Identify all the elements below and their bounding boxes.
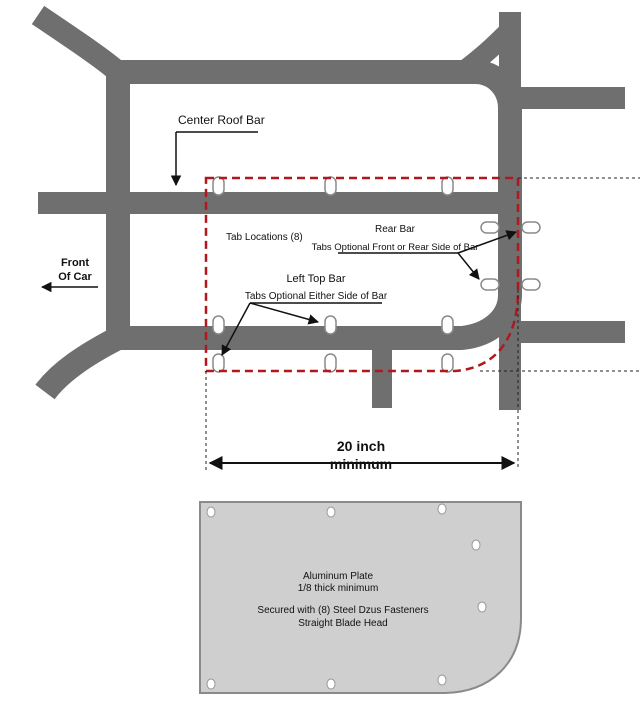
dimension-label-line1: 20 inch bbox=[337, 438, 385, 454]
rear-bar-arrow-b bbox=[457, 252, 480, 280]
fastener-hole bbox=[206, 678, 216, 690]
left-top-bar-arrow-b bbox=[249, 302, 320, 325]
left-top-bar-note: Tabs Optional Either Side of Bar bbox=[245, 291, 388, 302]
plate-holes bbox=[206, 503, 487, 690]
aluminum-plate: Aluminum Plate 1/8 thick minimum Secured… bbox=[199, 501, 522, 694]
rear-bar-arrow-a bbox=[457, 230, 517, 254]
tab bbox=[480, 278, 500, 291]
tab bbox=[441, 353, 454, 373]
plate-outline-dashed bbox=[204, 176, 520, 373]
fastener-hole bbox=[326, 678, 336, 690]
left-top-bar-label: Left Top Bar bbox=[286, 273, 345, 285]
front-of-car-label-line1: Front bbox=[61, 257, 89, 269]
fastener-hole bbox=[437, 674, 447, 686]
plate-line1: Aluminum Plate bbox=[303, 571, 373, 582]
tab bbox=[480, 221, 500, 234]
plate-line3: Secured with (8) Steel Dzus Fasteners bbox=[257, 605, 428, 616]
tab-locations-label: Tab Locations (8) bbox=[226, 232, 303, 243]
dimension-lines bbox=[205, 177, 640, 470]
tab bbox=[324, 315, 337, 335]
center-roof-bar-label: Center Roof Bar bbox=[178, 113, 265, 127]
upper-right-brace bbox=[456, 22, 518, 81]
callouts bbox=[40, 131, 517, 356]
plate-line4: Straight Blade Head bbox=[298, 618, 388, 629]
left-front-curve-bar bbox=[31, 5, 126, 81]
tab bbox=[212, 315, 225, 335]
tab bbox=[521, 278, 541, 291]
tab bbox=[521, 221, 541, 234]
fastener-hole bbox=[437, 503, 447, 515]
tab bbox=[324, 176, 337, 196]
tab bbox=[441, 176, 454, 196]
front-of-car-label-line2: Of Car bbox=[58, 271, 92, 283]
fastener-hole bbox=[326, 506, 336, 518]
tab bbox=[212, 353, 225, 373]
fastener-hole bbox=[477, 601, 487, 613]
tab bbox=[212, 176, 225, 196]
dimension-label-line2: minimum bbox=[330, 456, 392, 472]
tab bbox=[441, 315, 454, 335]
rear-bar-note: Tabs Optional Front or Rear Side of Bar bbox=[312, 242, 479, 253]
fastener-hole bbox=[471, 539, 481, 551]
roll-cage bbox=[31, 5, 625, 410]
plate-line2: 1/8 thick minimum bbox=[298, 583, 379, 594]
tab bbox=[324, 353, 337, 373]
left-top-bar-arrow-a bbox=[221, 302, 251, 356]
fastener-hole bbox=[206, 506, 216, 518]
plate-body bbox=[199, 501, 522, 694]
rear-bar-label: Rear Bar bbox=[375, 224, 416, 235]
left-rear-curve-bar bbox=[35, 327, 124, 400]
